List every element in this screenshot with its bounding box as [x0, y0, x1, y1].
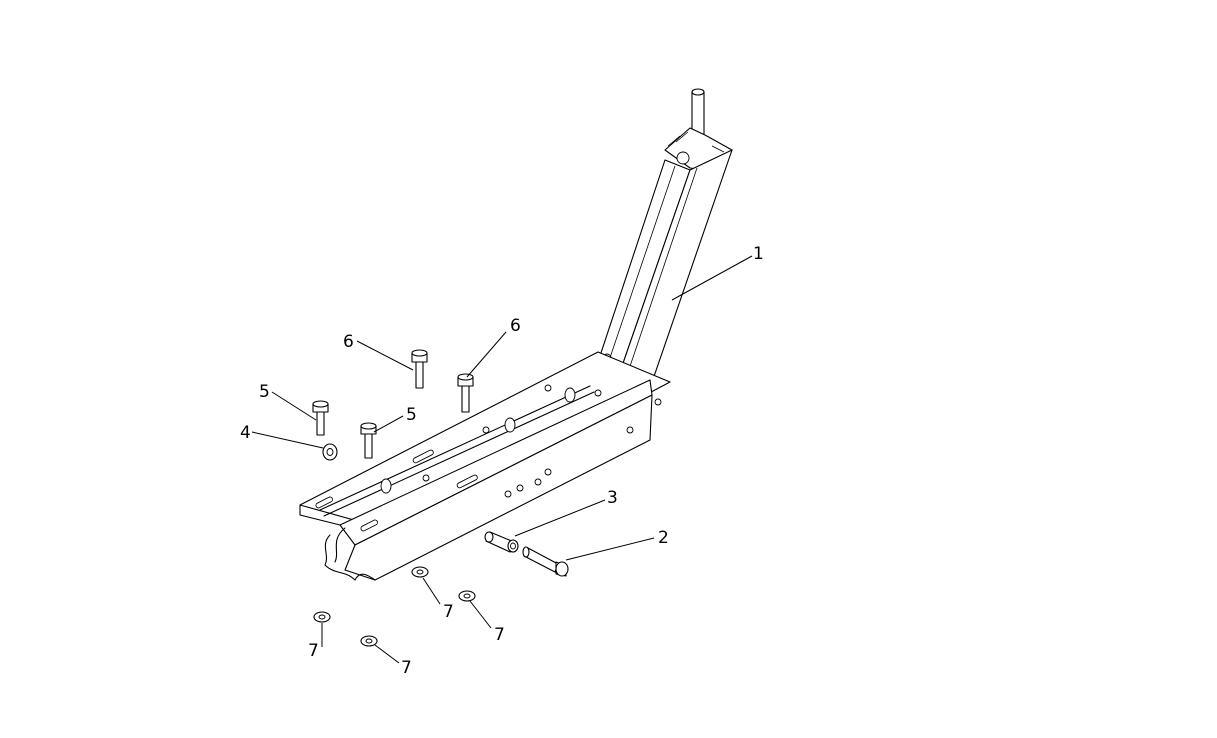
callout-7d: 7: [401, 658, 412, 678]
part-5-bolt-b: [360, 422, 377, 459]
part-6-bolt-b: [457, 373, 474, 413]
leader-5a: [271, 391, 317, 421]
callout-7c: 7: [308, 641, 319, 661]
leader-5b: [373, 415, 404, 433]
callout-5b: 5: [406, 405, 417, 425]
callout-2: 2: [658, 528, 669, 548]
callout-6b: 6: [510, 316, 521, 336]
part-7-nut-b: [458, 590, 476, 602]
leader-1: [671, 255, 753, 301]
callout-4: 4: [240, 423, 251, 443]
leader-lines: [251, 255, 753, 664]
part-5-bolt-a: [312, 400, 329, 436]
callout-5a: 5: [259, 382, 270, 402]
leader-7a: [422, 577, 441, 605]
part-6-bolt-a: [411, 349, 428, 389]
leader-3: [514, 499, 606, 537]
part-7-nut-c: [313, 611, 331, 623]
part-7-nut-a: [411, 566, 429, 578]
leader-6b: [466, 331, 507, 378]
callout-7a: 7: [443, 602, 454, 622]
leader-2: [565, 537, 655, 561]
callout-7b: 7: [494, 625, 505, 645]
leader-6a: [356, 340, 414, 371]
part-4-washer: [322, 443, 338, 461]
callout-1: 1: [753, 244, 764, 264]
part-3-spacer: [484, 531, 519, 553]
inclined-arm: [587, 149, 733, 396]
base-channel: [299, 351, 671, 581]
callout-3: 3: [607, 488, 618, 508]
main-frame-assembly: [299, 88, 733, 581]
leader-7d: [374, 644, 400, 664]
leader-4: [251, 431, 324, 449]
callout-6a: 6: [343, 332, 354, 352]
part-7-nut-d: [360, 635, 378, 647]
callout-labels: 1 2 3 4 5 5 6 6 7 7 7 7: [240, 244, 764, 678]
leader-7b: [469, 600, 492, 629]
part-2-bolt: [522, 546, 569, 577]
